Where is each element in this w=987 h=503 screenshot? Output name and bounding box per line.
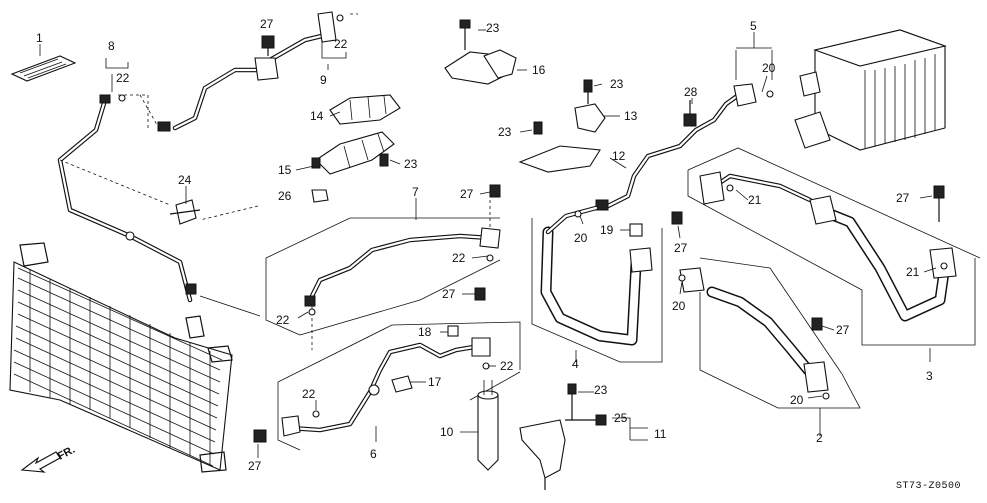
callout-22: 22	[302, 387, 316, 401]
callout-26: 26	[278, 189, 292, 203]
part-17-switch	[391, 375, 413, 393]
bolt-27-top	[261, 35, 275, 56]
front-direction-arrow: FR.	[20, 444, 77, 473]
part-2-hose	[679, 267, 829, 393]
callout-23: 23	[610, 77, 624, 91]
bolt-27-left-bottom	[253, 429, 267, 443]
part-3-hose	[699, 171, 957, 322]
callout-22: 22	[334, 37, 348, 51]
callout-28: 28	[684, 85, 698, 99]
callout-23: 23	[594, 383, 608, 397]
callout-4: 4	[572, 357, 579, 371]
part-10-receiver-drier	[477, 380, 499, 471]
callout-22: 22	[500, 359, 514, 373]
callout-17: 17	[428, 375, 442, 389]
part-9-discharge-pipe	[157, 11, 337, 132]
part-14-clamp	[329, 94, 401, 125]
callout-27: 27	[836, 323, 850, 337]
part-7-pipe	[304, 227, 501, 307]
callout-27: 27	[896, 191, 910, 205]
callout-20: 20	[762, 61, 776, 75]
callout-23: 23	[498, 125, 512, 139]
bolt-27-right	[933, 185, 945, 222]
callout-23: 23	[486, 21, 500, 35]
callout-labels: 1 8 22 27 22 9 23 16 23 13 23 5 20 28 14…	[36, 17, 933, 473]
part-24-clip	[169, 199, 201, 225]
bolt-23-mid	[379, 153, 389, 167]
callout-18: 18	[418, 325, 432, 339]
evaporator-unit	[794, 29, 947, 151]
part-1-seal-pad	[10, 55, 77, 82]
part-4-hose	[540, 205, 653, 346]
callout-9: 9	[320, 73, 327, 87]
callout-15: 15	[278, 163, 292, 177]
callout-27: 27	[248, 459, 262, 473]
diagram-code: ST73-Z0500	[896, 481, 961, 492]
bolt-27-center	[671, 211, 683, 225]
part-18-cap	[447, 325, 459, 337]
part-13-sensor	[574, 79, 606, 133]
callout-12: 12	[612, 149, 626, 163]
callout-13: 13	[624, 109, 638, 123]
washers	[118, 14, 948, 418]
callout-11: 11	[654, 427, 667, 441]
callout-8: 8	[108, 39, 115, 53]
callout-22: 22	[452, 251, 466, 265]
part-15-clamp	[311, 131, 395, 175]
callout-27: 27	[442, 287, 456, 301]
callout-20: 20	[790, 393, 804, 407]
part-11-bracket	[519, 383, 607, 490]
callout-22: 22	[276, 313, 290, 327]
callout-27: 27	[674, 241, 688, 255]
condenser	[9, 242, 233, 473]
callout-2: 2	[816, 431, 823, 445]
bolt-28	[683, 100, 697, 127]
leader-lines	[39, 29, 937, 458]
callout-21: 21	[748, 193, 762, 207]
callout-22: 22	[116, 71, 130, 85]
callout-20: 20	[672, 299, 686, 313]
callout-16: 16	[532, 63, 546, 77]
callout-1: 1	[36, 31, 43, 45]
callout-6: 6	[370, 447, 377, 461]
callout-3: 3	[926, 369, 933, 383]
part-19-cap	[629, 223, 643, 237]
callout-21: 21	[906, 265, 920, 279]
callout-25: 25	[614, 411, 628, 425]
callout-23: 23	[404, 157, 418, 171]
callout-24: 24	[178, 173, 192, 187]
callout-5: 5	[750, 19, 757, 33]
callout-14: 14	[310, 109, 324, 123]
callout-19: 19	[600, 223, 614, 237]
bolt-27-hose2	[811, 317, 823, 331]
callout-10: 10	[440, 425, 454, 439]
part-16-bracket	[444, 19, 517, 85]
callout-27: 27	[460, 187, 474, 201]
bolt-23-13	[533, 121, 543, 135]
callout-20: 20	[574, 231, 588, 245]
callout-27: 27	[260, 17, 274, 31]
callout-7: 7	[412, 185, 419, 199]
part-12-suction-pipe	[595, 83, 757, 211]
part-6-pipe	[281, 337, 491, 437]
part-26-nut	[311, 189, 329, 203]
fr-label: FR.	[56, 444, 77, 463]
part-13-bracket-plate	[518, 145, 601, 173]
part-8-condenser-pipe	[57, 94, 197, 303]
